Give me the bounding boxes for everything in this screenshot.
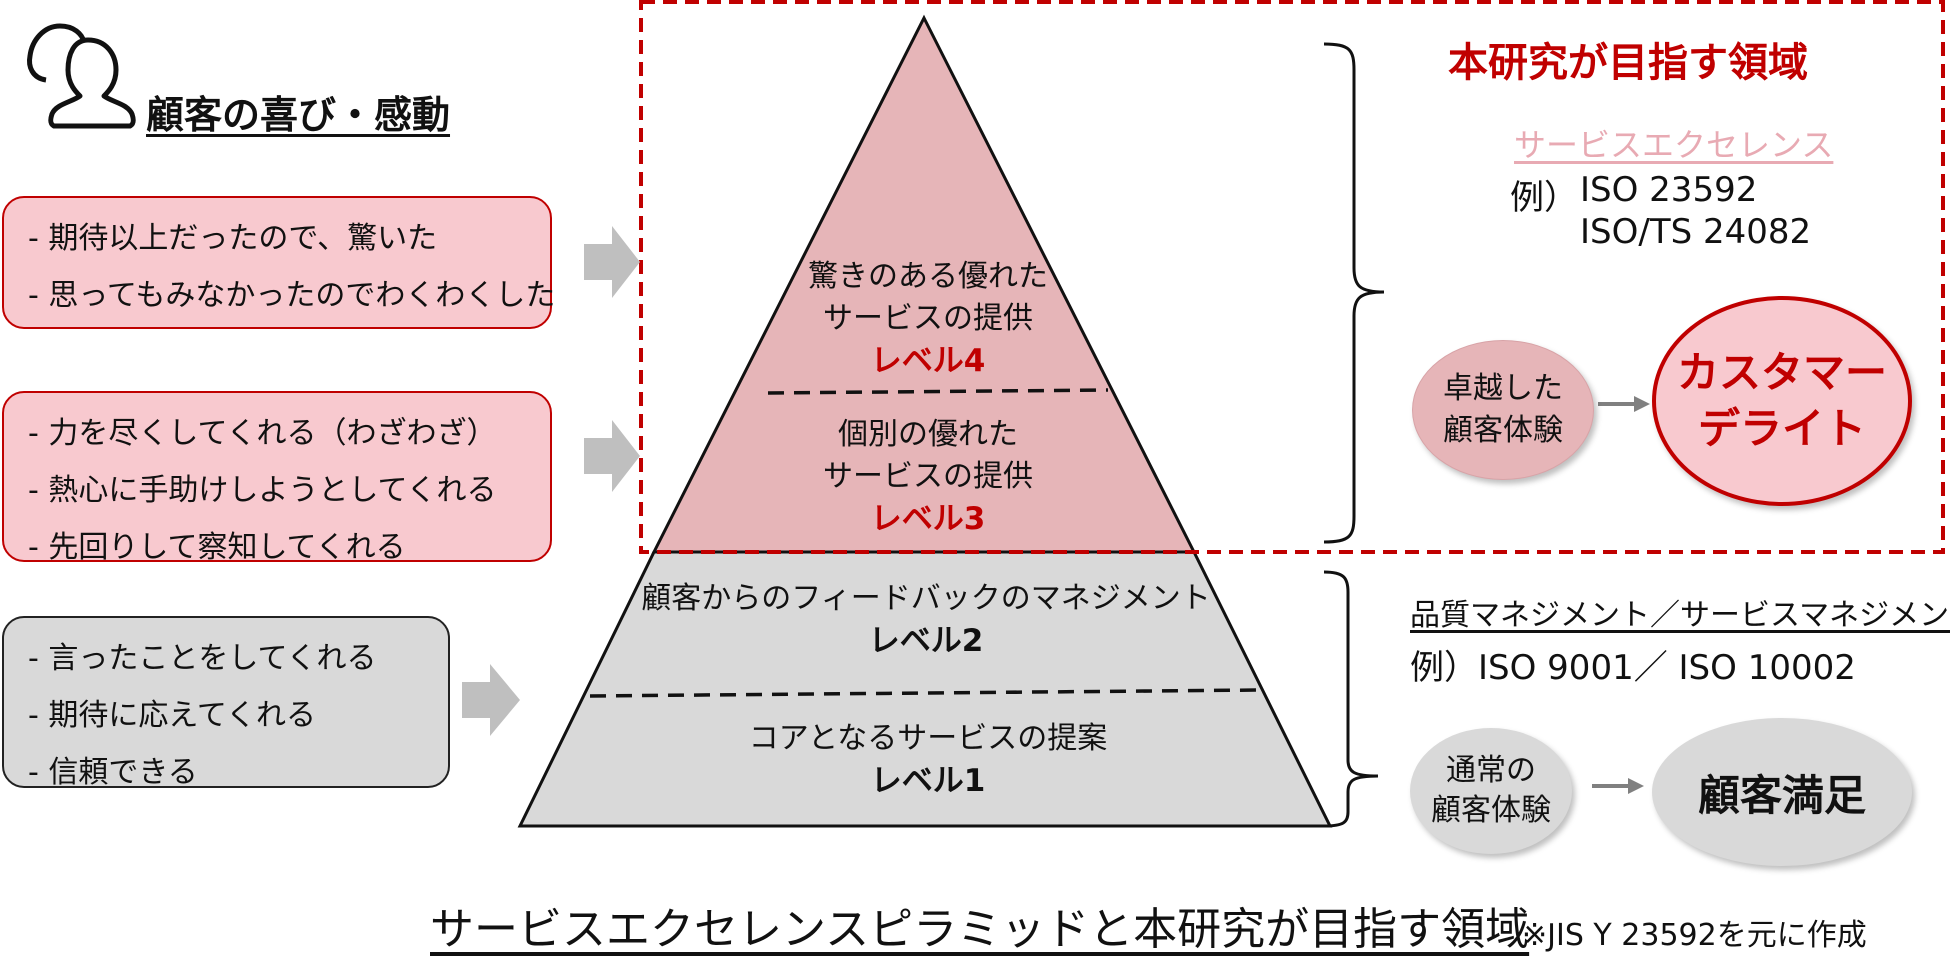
research-area-frame (639, 0, 1945, 554)
iso-ts-24082: ISO/TS 24082 (1580, 212, 1812, 252)
arrow-icon (584, 420, 640, 492)
level4-label: 驚きのある優れた サービスの提供 レベル4 (808, 256, 1048, 382)
arrow-right-icon (1592, 778, 1644, 794)
delight-reasons-box: - 期待以上だったので、驚いた - 思ってもみなかったのでわくわくした (2, 196, 556, 329)
users-icon (24, 18, 139, 133)
customer-satisfaction-label: 顧客満足 (1697, 770, 1866, 820)
level4-text1: 驚きのある優れた (808, 259, 1048, 294)
header-title: 顧客の喜び・感動 (146, 93, 451, 137)
excellent-experience-circle: 卓越した 顧客体験 (1412, 340, 1594, 480)
quality-iso-example: 例）ISO 9001／ ISO 10002 (1410, 648, 1856, 688)
customer-delight-circle: カスタマー デライト (1652, 296, 1912, 506)
level2-badge: レベル2 (868, 623, 984, 659)
brace-icon (1323, 570, 1379, 828)
level-divider-3-4 (767, 388, 1109, 395)
customer-delight-line2: デライト (1697, 404, 1866, 453)
level3-label: 個別の優れた サービスの提供 レベル3 (823, 414, 1033, 540)
level3-badge: レベル3 (870, 501, 986, 537)
arrow-icon (462, 664, 520, 736)
normal-experience-line2: 顧客体験 (1431, 793, 1551, 828)
level-divider-1-2 (589, 688, 1263, 698)
list-item: - 先回りして察知してくれる (28, 530, 406, 565)
list-item: - 思ってもみなかったのでわくわくした (28, 278, 556, 313)
list-item: - 熱心に手助けしようとしてくれる (28, 473, 497, 508)
customer-satisfaction-circle: 顧客満足 (1652, 718, 1912, 866)
figure-caption: サービスエクセレンスピラミッドと本研究が目指す領域 (430, 904, 1530, 955)
source-note: ※JIS Y 23592を元に作成 (1522, 918, 1867, 953)
list-item: - 力を尽くしてくれる（わざわざ） (28, 416, 497, 451)
service-excellence-label: サービスエクセレンス (1514, 126, 1834, 164)
excellent-experience-line1: 卓越した (1443, 371, 1563, 406)
excellent-experience-line2: 顧客体験 (1443, 413, 1563, 448)
iso-example-prefix: 例） (1510, 178, 1578, 218)
list-item: - 言ったことをしてくれる (28, 641, 377, 676)
level3-text2: サービスの提供 (823, 459, 1033, 494)
level4-text2: サービスの提供 (823, 301, 1033, 336)
normal-experience-circle: 通常の 顧客体験 (1410, 728, 1572, 854)
list-item: - 期待に応えてくれる (28, 698, 316, 733)
list-item: - 期待以上だったので、驚いた (28, 221, 438, 256)
arrow-icon (584, 226, 640, 298)
brace-icon (1323, 42, 1385, 544)
level1-text1: コアとなるサービスの提案 (748, 721, 1108, 756)
level1-label: コアとなるサービスの提案 レベル1 (749, 718, 1108, 802)
level1-badge: レベル1 (870, 763, 986, 799)
list-item: - 信頼できる (28, 755, 198, 790)
quality-management-title: 品質マネジメント／サービスマネジメント (1410, 598, 1950, 633)
individual-service-box: - 力を尽くしてくれる（わざわざ） - 熱心に手助けしようとしてくれる - 先回… (2, 391, 552, 565)
level2-label: 顧客からのフィードバックのマネジメント レベル2 (641, 578, 1210, 662)
customer-delight-line1: カスタマー (1676, 348, 1887, 397)
research-area-title: 本研究が目指す領域 (1448, 40, 1808, 86)
level4-badge: レベル4 (870, 343, 986, 379)
normal-experience-line1: 通常の (1446, 753, 1536, 788)
level3-text1: 個別の優れた (838, 417, 1018, 452)
basic-service-box: - 言ったことをしてくれる - 期待に応えてくれる - 信頼できる (2, 616, 450, 790)
level2-text1: 顧客からのフィードバックのマネジメント (641, 581, 1211, 616)
arrow-right-icon (1598, 396, 1650, 412)
iso-23592: ISO 23592 (1580, 170, 1758, 210)
